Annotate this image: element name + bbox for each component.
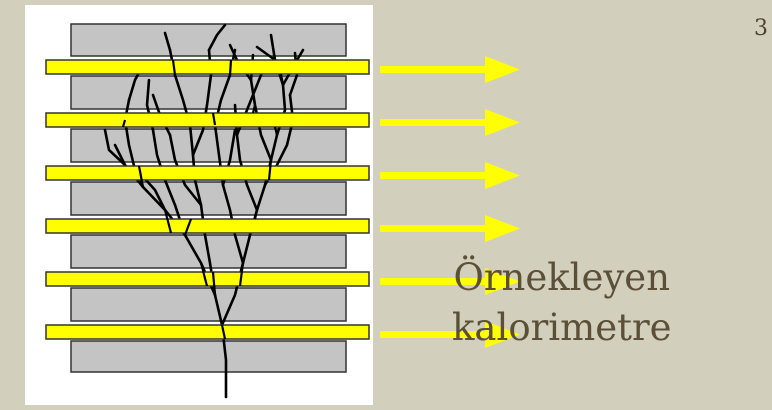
active-layer <box>45 324 370 340</box>
arrow-right-icon <box>380 162 520 189</box>
calorimeter-diagram <box>45 23 370 399</box>
absorber-layers <box>70 23 347 373</box>
active-layers <box>45 59 370 340</box>
active-layer <box>45 59 370 75</box>
readout-arrows <box>380 56 520 348</box>
slide-number: 3 <box>754 16 768 41</box>
arrow-right-icon <box>380 109 520 136</box>
arrow-right-icon <box>380 56 520 83</box>
absorber-layer <box>70 287 347 322</box>
caption: Örnekleyen kalorimetre <box>452 253 672 353</box>
absorber-layer <box>70 128 347 163</box>
active-layer <box>45 165 370 181</box>
arrow-right-icon <box>380 215 520 242</box>
absorber-layer <box>70 181 347 216</box>
active-layer <box>45 271 370 287</box>
caption-line-1: Örnekleyen <box>453 256 671 299</box>
shower-overlay <box>121 59 285 340</box>
arrow-right-icon <box>380 268 520 295</box>
active-layer <box>45 112 370 128</box>
absorber-layer <box>70 340 347 373</box>
caption-line-2: kalorimetre <box>452 306 672 349</box>
active-layer <box>45 218 370 234</box>
sampling-calorimeter-figure <box>25 5 373 405</box>
arrow-right-icon <box>380 321 520 348</box>
